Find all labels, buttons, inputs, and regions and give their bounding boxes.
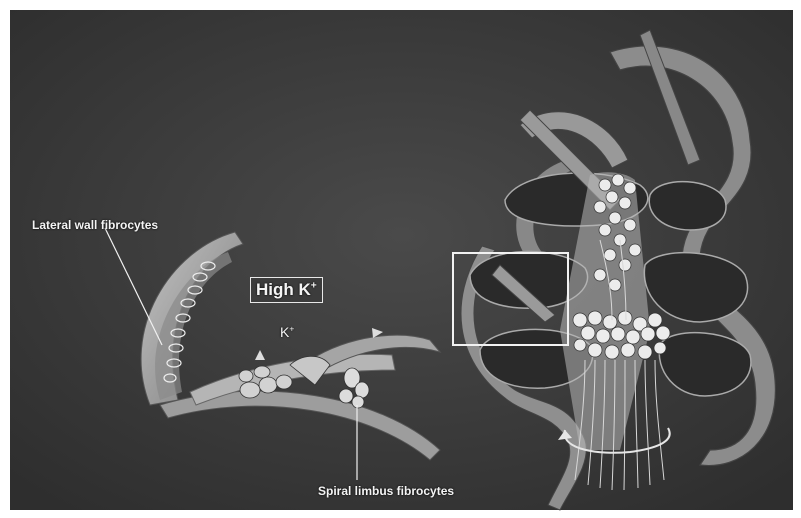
high-k-text: High K <box>256 280 311 299</box>
k-ion-label: K+ <box>280 324 294 340</box>
high-k-superscript: + <box>311 280 317 291</box>
k-ion-symbol: K <box>280 324 289 340</box>
high-k-label: High K+ <box>250 277 323 303</box>
spiral-limbus-label: Spiral limbus fibrocytes <box>318 484 454 498</box>
lateral-wall-label: Lateral wall fibrocytes <box>32 218 158 232</box>
k-ion-superscript: + <box>289 323 294 333</box>
